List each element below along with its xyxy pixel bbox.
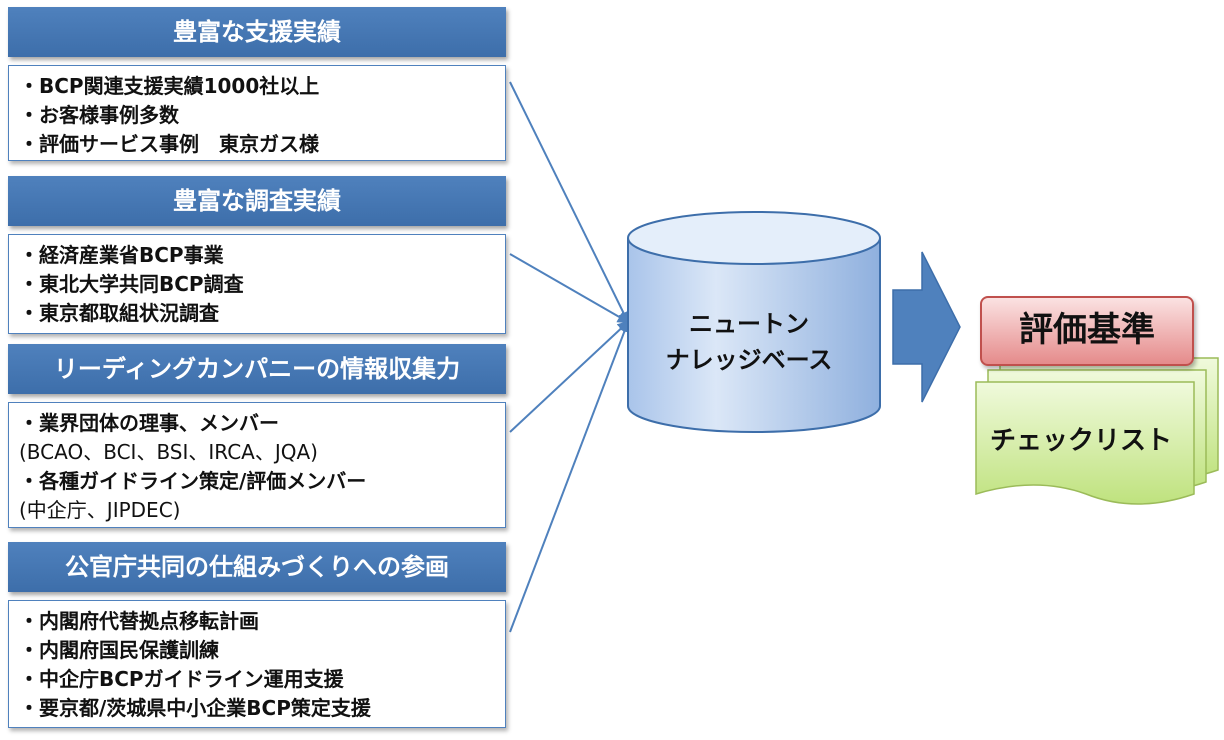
database-label-line2: ナレッジベース bbox=[665, 346, 833, 374]
panel-title: 豊富な調査実績 bbox=[8, 176, 506, 226]
database-cylinder bbox=[627, 211, 881, 433]
panel-support-record: 豊富な支援実績 ・BCP関連支援実績1000社以上 ・お客様事例多数 ・評価サー… bbox=[8, 7, 506, 161]
list-item: ・各種ガイドライン策定/評価メンバー bbox=[19, 469, 367, 493]
list-item: ・業界団体の理事、メンバー bbox=[19, 411, 279, 435]
list-item: (中企庁、JIPDEC) bbox=[19, 498, 181, 522]
panel-research-record: 豊富な調査実績 ・経済産業省BCP事業 ・東北大学共同BCP調査 ・東京都取組状… bbox=[8, 176, 506, 334]
list-item: ・中企庁BCPガイドライン運用支援 bbox=[19, 667, 344, 691]
list-item: ・経済産業省BCP事業 bbox=[19, 243, 224, 267]
connector-line-2 bbox=[509, 253, 630, 323]
panel-information-gathering: リーディングカンパニーの情報収集力 ・業界団体の理事、メンバー (BCAO、BC… bbox=[8, 344, 506, 528]
connector-line-3 bbox=[509, 320, 630, 433]
panel-public-collaboration: 公官庁共同の仕組みづくりへの参画 ・内閣府代替拠点移転計画 ・内閣府国民保護訓練… bbox=[8, 542, 506, 728]
list-item: ・評価サービス事例 東京ガス様 bbox=[19, 132, 319, 156]
list-item: ・BCP関連支援実績1000社以上 bbox=[19, 74, 320, 98]
list-item: ・内閣府国民保護訓練 bbox=[19, 638, 219, 662]
list-item: ・内閣府代替拠点移転計画 bbox=[19, 609, 259, 633]
big-arrow-icon bbox=[892, 251, 961, 403]
panel-body: ・経済産業省BCP事業 ・東北大学共同BCP調査 ・東京都取組状況調査 bbox=[8, 234, 506, 334]
list-item: ・お客様事例多数 bbox=[19, 103, 179, 127]
panel-title: 豊富な支援実績 bbox=[8, 7, 506, 57]
list-item: ・要京都/茨城県中小企業BCP策定支援 bbox=[19, 696, 371, 720]
list-item: (BCAO、BCI、BSI、IRCA、JQA) bbox=[19, 440, 318, 464]
evaluation-criteria-badge: 評価基準 bbox=[980, 296, 1194, 366]
list-item: ・東北大学共同BCP調査 bbox=[19, 272, 244, 296]
panel-body: ・業界団体の理事、メンバー (BCAO、BCI、BSI、IRCA、JQA) ・各… bbox=[8, 402, 506, 528]
panel-title: 公官庁共同の仕組みづくりへの参画 bbox=[8, 542, 506, 592]
list-item: ・東京都取組状況調査 bbox=[19, 301, 219, 325]
database-label-line1: ニュートン bbox=[689, 310, 809, 338]
panel-body: ・内閣府代替拠点移転計画 ・内閣府国民保護訓練 ・中企庁BCPガイドライン運用支… bbox=[8, 600, 506, 728]
connector-line-4 bbox=[509, 320, 631, 633]
panel-title: リーディングカンパニーの情報収集力 bbox=[8, 344, 506, 394]
connector-line-1 bbox=[509, 81, 629, 324]
panel-body: ・BCP関連支援実績1000社以上 ・お客様事例多数 ・評価サービス事例 東京ガ… bbox=[8, 65, 506, 161]
checklist-document-stack bbox=[975, 357, 1219, 505]
checklist-label: チェックリスト bbox=[989, 426, 1172, 456]
